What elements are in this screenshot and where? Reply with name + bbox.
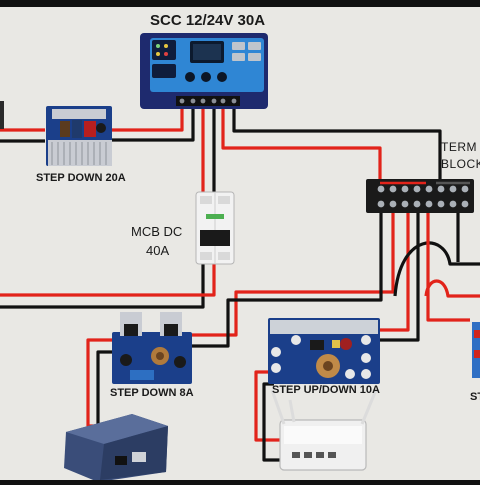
mcb-indicator <box>206 214 224 219</box>
network-switch <box>64 414 168 482</box>
scc-label: SCC 12/24V 30A <box>150 12 266 29</box>
wire-positive <box>426 208 470 322</box>
wire-negative <box>232 106 442 181</box>
usb-port <box>248 42 261 50</box>
terminal-block-label-line1: TERM <box>441 140 477 154</box>
wire-positive <box>424 279 480 298</box>
controller-terminals <box>176 96 240 106</box>
controller-button <box>201 72 211 82</box>
mcb-label-line2: 40A <box>146 243 170 258</box>
step-down-20a-label: STEP DOWN 20A <box>36 172 126 184</box>
step-up-down-10a-label: STEP UP/DOWN 10A <box>272 384 380 396</box>
fiber-port <box>132 452 146 462</box>
terminal-block-label-line2: BLOCK <box>441 157 480 171</box>
cropped-right-label: ST <box>470 391 480 403</box>
step-down-8a-label: STEP DOWN 8A <box>110 387 194 399</box>
potentiometer <box>72 120 82 138</box>
usb-port <box>232 53 245 61</box>
indicator-panel <box>152 40 176 60</box>
wire-positive <box>190 208 395 337</box>
wire-positive <box>221 106 382 181</box>
wire-positive <box>254 370 280 442</box>
wire-negative <box>190 208 383 348</box>
usb-port <box>232 42 245 50</box>
step-up-down-10a-module <box>268 318 380 384</box>
wire-negative <box>96 350 112 430</box>
step-down-20a-module <box>46 106 112 166</box>
wire-positive <box>380 208 410 332</box>
heatsink <box>48 140 112 166</box>
inductor <box>60 121 70 137</box>
wire-negative <box>110 106 195 142</box>
mcb-breaker <box>195 191 235 265</box>
terminal-block <box>366 179 474 213</box>
wire-negative <box>393 241 480 297</box>
cropped-right-device <box>472 322 480 378</box>
antenna <box>270 389 378 425</box>
capacitor <box>84 121 96 137</box>
usb-port <box>248 53 261 61</box>
wire-negative <box>380 208 420 342</box>
mcb-label-line1: MCB DC <box>131 224 183 239</box>
wire-negative <box>0 263 205 309</box>
wires <box>0 106 480 462</box>
heatsink <box>52 109 106 119</box>
router <box>270 389 378 471</box>
wire-positive <box>0 263 216 297</box>
wire-negative <box>262 382 280 462</box>
charge-controller <box>140 33 268 109</box>
ethernet-port <box>115 456 127 465</box>
controller-button <box>217 72 227 82</box>
controller-button <box>185 72 195 82</box>
step-down-8a-module <box>112 312 192 384</box>
mcb-toggle <box>200 230 230 246</box>
wire-positive <box>110 106 184 132</box>
cropped-left-device <box>0 101 4 129</box>
